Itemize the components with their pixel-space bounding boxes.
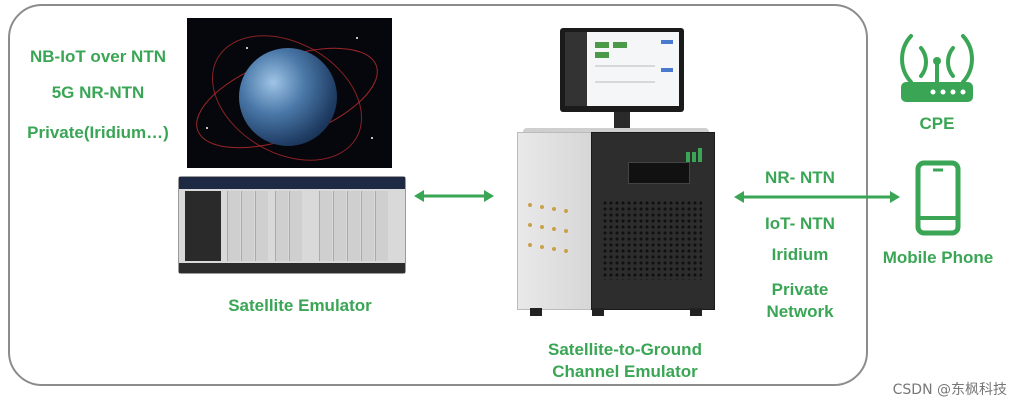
label-mobile-phone: Mobile Phone: [882, 248, 994, 267]
label-5g-nr-ntn: 5G NR-NTN: [51, 83, 145, 102]
label-network: Network: [766, 302, 834, 321]
control-monitor: [560, 28, 684, 112]
label-satellite-emulator: Satellite Emulator: [228, 296, 372, 315]
satellite-orbit-display: [187, 18, 392, 168]
label-iot-ntn: IoT- NTN: [765, 214, 835, 233]
front-status-display: [628, 162, 690, 184]
csdn-watermark: CSDN @东枫科技: [892, 382, 1007, 398]
label-channel-emulator-line2: Channel Emulator: [552, 362, 698, 381]
label-channel-emulator-line1: Satellite-to-Ground: [548, 340, 702, 359]
pxi-chassis: [178, 176, 406, 274]
label-cpe: CPE: [919, 114, 955, 133]
ni-logo-icon: [686, 148, 702, 162]
label-nbiot-ntn: NB-IoT over NTN: [30, 47, 166, 66]
arrow-device-link: [734, 191, 900, 203]
label-nr-ntn: NR- NTN: [765, 168, 835, 187]
label-private-iridium: Private(Iridium…): [27, 123, 169, 142]
earth-globe: [239, 48, 337, 146]
mobile-phone-icon: [915, 160, 961, 236]
front-vent-grille: [602, 200, 702, 280]
label-iridium: Iridium: [771, 245, 829, 264]
label-private: Private: [771, 280, 829, 299]
system-frame: [8, 4, 868, 386]
router-wifi-icon: [900, 34, 974, 102]
arrow-emulator-link: [414, 190, 494, 202]
channel-emulator-side-panel: [517, 132, 593, 310]
